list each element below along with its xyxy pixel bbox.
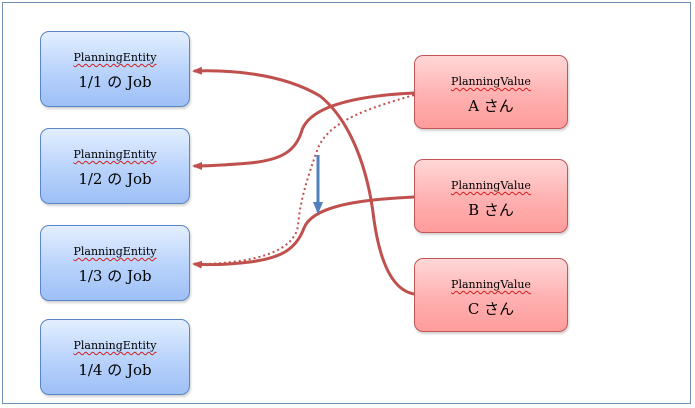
entity-label: 1/4 の Job xyxy=(78,361,152,379)
entity-type-label: PlanningEntity xyxy=(73,148,157,161)
entity-label: 1/1 の Job xyxy=(78,73,152,91)
proposed-arrow-a-to-1-3 xyxy=(204,94,415,265)
entity-label: 1/2 の Job xyxy=(78,170,152,188)
entity-type-label: PlanningEntity xyxy=(73,339,157,352)
planning-entity-4[interactable]: PlanningEntity 1/4 の Job xyxy=(40,319,190,395)
planning-value-a[interactable]: PlanningValue A さん xyxy=(414,55,568,129)
planning-value-c[interactable]: PlanningValue C さん xyxy=(414,258,568,332)
planning-value-b[interactable]: PlanningValue B さん xyxy=(414,159,568,233)
entity-type-label: PlanningEntity xyxy=(73,245,157,258)
value-type-label: PlanningValue xyxy=(451,278,531,291)
assignment-arrow-c-to-1-1 xyxy=(192,66,415,296)
value-type-label: PlanningValue xyxy=(451,75,531,88)
value-type-label: PlanningValue xyxy=(451,179,531,192)
value-label: A さん xyxy=(468,97,514,115)
value-label: C さん xyxy=(467,300,515,318)
entity-type-label: PlanningEntity xyxy=(73,51,157,64)
assignment-arrow-a-to-1-2 xyxy=(192,91,415,170)
planning-entity-2[interactable]: PlanningEntity 1/2 の Job xyxy=(40,128,190,204)
assignment-arrow-b-to-1-3 xyxy=(192,195,415,269)
value-label: B さん xyxy=(468,201,514,219)
planning-entity-1[interactable]: PlanningEntity 1/1 の Job xyxy=(40,31,190,107)
planning-entity-3[interactable]: PlanningEntity 1/3 の Job xyxy=(40,225,190,301)
entity-label: 1/3 の Job xyxy=(78,267,152,285)
